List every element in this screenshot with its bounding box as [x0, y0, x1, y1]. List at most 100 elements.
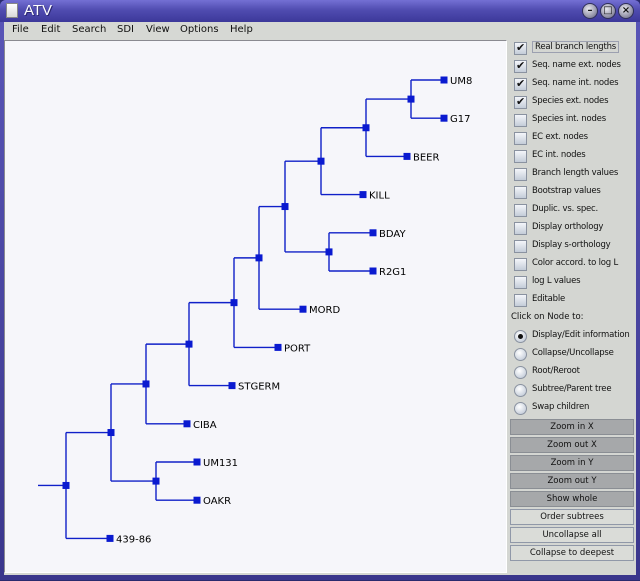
internal-node[interactable] — [281, 203, 289, 211]
leaf-label[interactable]: BDAY — [379, 229, 406, 240]
leaf-label[interactable]: CIBA — [193, 420, 217, 431]
internal-node[interactable] — [325, 248, 333, 256]
leaf-label[interactable]: UM8 — [450, 76, 472, 87]
checkbox-box[interactable] — [514, 132, 527, 145]
menu-file[interactable]: File — [12, 24, 29, 35]
order-subtrees-button[interactable]: Order subtrees — [510, 509, 634, 525]
menu-edit[interactable]: Edit — [41, 24, 61, 35]
leaf-node-bday[interactable] — [369, 229, 377, 237]
checkbox-color-accord-to-log-l[interactable]: Color accord. to log L — [513, 257, 635, 273]
leaf-node-kill[interactable] — [359, 191, 367, 199]
checkbox-editable[interactable]: Editable — [513, 293, 635, 309]
leaf-node-um8[interactable] — [440, 76, 448, 84]
checkbox-box[interactable] — [514, 240, 527, 253]
radio-collapse-uncollapse[interactable]: Collapse/Uncollapse — [513, 347, 635, 363]
checkbox-box[interactable] — [514, 186, 527, 199]
leaf-label[interactable]: PORT — [284, 343, 311, 354]
leaf-node-beer[interactable] — [403, 152, 411, 160]
leaf-label[interactable]: STGERM — [238, 382, 280, 393]
internal-node[interactable] — [152, 477, 160, 485]
radio-button[interactable] — [514, 384, 527, 397]
checkbox-ec-int-nodes[interactable]: EC int. nodes — [513, 149, 635, 165]
leaf-label[interactable]: MORD — [309, 305, 340, 316]
zoom-in-x-button[interactable]: Zoom in X — [510, 419, 634, 435]
checkbox-species-ext-nodes[interactable]: Species ext. nodes — [513, 95, 635, 111]
title-bar[interactable]: ATV – □ × — [0, 0, 640, 22]
leaf-label[interactable]: 439-86 — [116, 534, 151, 545]
checkbox-species-int-nodes[interactable]: Species int. nodes — [513, 113, 635, 129]
zoom-in-y-button[interactable]: Zoom in Y — [510, 455, 634, 471]
checkbox-log-l-values[interactable]: log L values — [513, 275, 635, 291]
zoom-out-y-button[interactable]: Zoom out Y — [510, 473, 634, 489]
checkbox-box[interactable] — [514, 150, 527, 163]
checkbox-seq-name-int-nodes[interactable]: Seq. name int. nodes — [513, 77, 635, 93]
leaf-node-um131[interactable] — [193, 458, 201, 466]
internal-node[interactable] — [107, 429, 115, 437]
menu-search[interactable]: Search — [72, 24, 107, 35]
checkbox-box[interactable] — [514, 276, 527, 289]
collapse-to-deepest-button[interactable]: Collapse to deepest — [510, 545, 634, 561]
internal-node[interactable] — [230, 299, 238, 307]
checkbox-box[interactable] — [514, 204, 527, 217]
radio-display-edit-information[interactable]: Display/Edit information — [513, 329, 635, 345]
internal-node[interactable] — [185, 340, 193, 348]
leaf-node-ciba[interactable] — [183, 420, 191, 428]
checkbox-branch-length-values[interactable]: Branch length values — [513, 167, 635, 183]
leaf-node-stgerm[interactable] — [228, 382, 236, 390]
menu-options[interactable]: Options — [180, 24, 219, 35]
checkbox-box[interactable] — [514, 222, 527, 235]
internal-node[interactable] — [142, 380, 150, 388]
show-whole-button[interactable]: Show whole — [510, 491, 634, 507]
uncollapse-all-button[interactable]: Uncollapse all — [510, 527, 634, 543]
checkbox-display-orthology[interactable]: Display orthology — [513, 221, 635, 237]
leaf-label[interactable]: R2G1 — [379, 267, 406, 278]
radio-button[interactable] — [514, 348, 527, 361]
checkbox-box[interactable] — [514, 95, 527, 109]
zoom-out-x-button[interactable]: Zoom out X — [510, 437, 634, 453]
internal-node[interactable] — [255, 254, 263, 262]
leaf-node-439-86[interactable] — [106, 534, 114, 542]
menu-help[interactable]: Help — [230, 24, 253, 35]
leaf-label[interactable]: G17 — [450, 114, 470, 125]
checkbox-label: Species int. nodes — [532, 114, 606, 124]
checkbox-box[interactable] — [514, 258, 527, 271]
internal-node[interactable] — [407, 95, 415, 103]
leaf-label[interactable]: UM131 — [203, 458, 238, 469]
menu-sdi[interactable]: SDI — [117, 24, 134, 35]
checkbox-box[interactable] — [514, 294, 527, 307]
checkbox-box[interactable] — [514, 168, 527, 181]
radio-root-reroot[interactable]: Root/Reroot — [513, 365, 635, 381]
radio-button[interactable] — [514, 330, 527, 343]
leaf-label[interactable]: OAKR — [203, 496, 231, 507]
internal-node[interactable] — [362, 124, 370, 132]
checkbox-box[interactable] — [514, 114, 527, 127]
checkbox-real-branch-lengths[interactable]: Real branch lengths — [513, 41, 635, 57]
checkbox-ec-ext-nodes[interactable]: EC ext. nodes — [513, 131, 635, 147]
maximize-button[interactable]: □ — [600, 3, 616, 19]
radio-swap-children[interactable]: Swap children — [513, 401, 635, 417]
checkbox-seq-name-ext-nodes[interactable]: Seq. name ext. nodes — [513, 59, 635, 75]
leaf-label[interactable]: KILL — [369, 191, 390, 202]
checkbox-box[interactable] — [514, 59, 527, 73]
leaf-label[interactable]: BEER — [413, 152, 439, 163]
radio-button[interactable] — [514, 402, 527, 415]
leaf-node-mord[interactable] — [299, 305, 307, 313]
checkbox-duplic-vs-spec[interactable]: Duplic. vs. spec. — [513, 203, 635, 219]
minimize-button[interactable]: – — [582, 3, 598, 19]
leaf-node-r2g1[interactable] — [369, 267, 377, 275]
leaf-node-g17[interactable] — [440, 114, 448, 122]
close-button[interactable]: × — [618, 3, 634, 19]
checkbox-display-s-orthology[interactable]: Display s-orthology — [513, 239, 635, 255]
leaf-node-oakr[interactable] — [193, 496, 201, 504]
leaf-node-port[interactable] — [274, 343, 282, 351]
radio-subtree-parent-tree[interactable]: Subtree/Parent tree — [513, 383, 635, 399]
menu-view[interactable]: View — [146, 24, 170, 35]
checkbox-bootstrap-values[interactable]: Bootstrap values — [513, 185, 635, 201]
checkbox-box[interactable] — [514, 41, 527, 55]
internal-node[interactable] — [62, 481, 70, 489]
internal-node[interactable] — [317, 157, 325, 165]
checkbox-box[interactable] — [514, 77, 527, 91]
radio-button[interactable] — [514, 366, 527, 379]
